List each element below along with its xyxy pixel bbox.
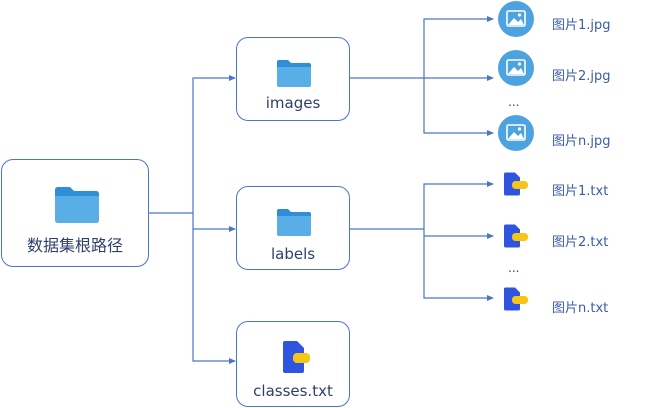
connector-to-txt-n: [423, 236, 494, 301]
connector-to-image-1: [423, 16, 494, 78]
text-file-icon: [504, 287, 528, 311]
folder-icon: [55, 187, 99, 223]
connector-to-image-n: [423, 78, 494, 136]
root-node: 数据集根路径: [1, 159, 149, 267]
folder-icon: [277, 209, 311, 236]
image-icon: [498, 115, 534, 151]
connector-to-labels: [192, 213, 236, 232]
txt-file-label: 图片n.txt: [552, 301, 609, 316]
text-file-icon: [504, 224, 528, 248]
text-file-icon: [504, 172, 528, 196]
connector-to-txt-1: [423, 181, 494, 229]
txt-file-label: 图片2.txt: [552, 235, 609, 250]
images-ellipsis: ...: [508, 95, 520, 109]
image-file-label: 图片2.jpg: [552, 69, 611, 84]
text-file-icon: [283, 341, 310, 373]
root-label: 数据集根路径: [26, 236, 123, 255]
image-icon: [498, 50, 534, 86]
labels-label: labels: [270, 245, 316, 263]
images-folder-node: images: [236, 37, 350, 121]
classes-label: classes.txt: [253, 382, 333, 400]
connector-to-images: [192, 75, 236, 213]
image-file-label: 图片n.jpg: [552, 134, 611, 149]
connector-to-classes: [192, 229, 236, 364]
image-icon: [498, 1, 534, 37]
classes-file-node: classes.txt: [236, 321, 350, 407]
images-label: images: [265, 94, 321, 112]
labels-ellipsis: ...: [508, 261, 520, 275]
labels-folder-node: labels: [236, 186, 350, 270]
folder-icon: [277, 60, 311, 87]
txt-file-label: 图片1.txt: [552, 184, 609, 199]
connector-to-txt-2: [423, 229, 494, 239]
image-file-label: 图片1.jpg: [552, 18, 611, 33]
